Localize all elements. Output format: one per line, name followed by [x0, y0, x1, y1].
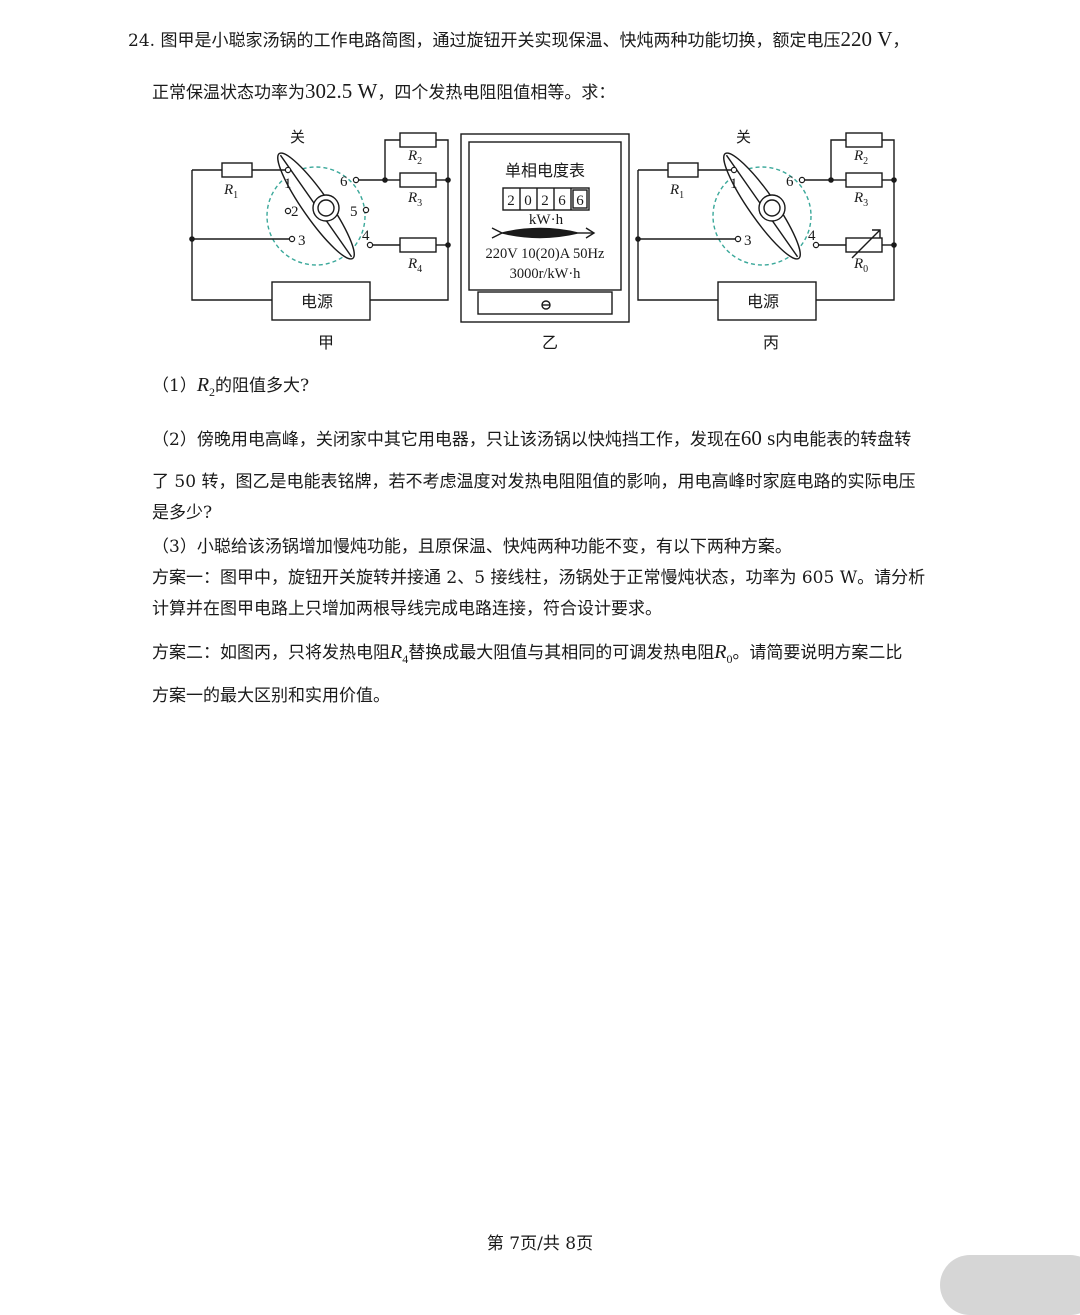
part-1: （1）R2的阻值多大? — [152, 374, 309, 403]
meter-rating: 220V 10(20)A 50Hz — [486, 246, 606, 262]
keep-warm-power: 302.5 W — [305, 79, 378, 103]
question-text: 正常保温状态功率为 — [152, 83, 305, 103]
plan-text: 。请简要说明方案二比 — [732, 643, 903, 663]
switch-label: 关 — [290, 129, 305, 146]
r3-label: R3 — [407, 190, 422, 209]
figure-label-yi: 乙 — [542, 335, 558, 352]
part-text: （2）傍晚用电高峰，关闭家中其它用电器，只让该汤锅以快炖挡工作，发现在 — [152, 430, 741, 450]
knob-center-inner — [317, 199, 335, 217]
plan-2-line-1: 方案二：如图丙，只将发热电阻R4替换成最大阻值与其相同的可调发热电阻R0。请简要… — [152, 641, 902, 670]
meter-digit-5: 6 — [576, 193, 584, 209]
part-2-line-1: （2）傍晚用电高峰，关闭家中其它用电器，只让该汤锅以快炖挡工作，发现在60 s内… — [152, 427, 911, 451]
rated-voltage: 220 V — [840, 27, 893, 51]
r3-resistor — [399, 172, 437, 188]
plan-text: 替换成最大阻值与其相同的可调发热电阻 — [408, 643, 715, 663]
meter-digit-1: 2 — [507, 193, 515, 209]
plan-1-line-2: 计算并在图甲电路上只增加两根导线完成电路连接，符合设计要求。 — [152, 599, 662, 619]
part-2-line-3: 是多少? — [152, 503, 213, 523]
r-subscript: 4 — [402, 652, 409, 666]
part-text: 内电能表的转盘转 — [775, 430, 912, 450]
knob-center — [758, 194, 786, 222]
r2-resistor — [845, 132, 883, 148]
meter-constant: 3000r/kW·h — [510, 266, 582, 282]
r1-resistor — [221, 162, 253, 178]
r1-label: R1 — [223, 182, 238, 201]
circuit-figure: 关 R1 R2 R3 R4 1 2 3 4 5 6 电源 甲 单相电度表 2 0… — [189, 129, 897, 352]
meter-title: 单相电度表 — [505, 162, 585, 180]
r-subscript: 0 — [726, 652, 733, 666]
power-source-box — [271, 281, 371, 321]
r3-resistor — [845, 172, 883, 188]
r2-symbol: R2 — [196, 374, 216, 399]
meter-digit-2: 0 — [524, 193, 532, 209]
terminal-3: 3 — [744, 233, 752, 249]
part-number: （1） — [152, 376, 197, 396]
r4-label: R4 — [407, 256, 422, 275]
terminal-6: 6 — [340, 174, 348, 190]
power-source-label: 电源 — [301, 293, 333, 311]
switch-label: 关 — [736, 129, 751, 146]
figure-label-bing: 丙 — [763, 335, 779, 352]
switch-dial-circle — [712, 166, 812, 266]
r2-label: R2 — [407, 148, 422, 167]
figure-label-jia: 甲 — [318, 335, 334, 352]
r-letter: R — [196, 374, 210, 396]
plan-text: 方案二：如图丙，只将发热电阻 — [152, 643, 390, 663]
knob-center — [312, 194, 340, 222]
time-value: 60 s — [740, 426, 776, 450]
r2-resistor — [399, 132, 437, 148]
question-text: ，四个发热电阻阻值相等。求： — [377, 83, 616, 103]
r4-symbol: R4 — [390, 641, 409, 666]
terminal-3: 3 — [298, 233, 306, 249]
r1-label: R1 — [669, 182, 684, 201]
part-3: （3）小聪给该汤锅增加慢炖功能，且原保温、快炖两种功能不变，有以下两种方案。 — [152, 537, 792, 557]
power-source-label: 电源 — [747, 293, 779, 311]
r1-resistor — [667, 162, 699, 178]
r2-label: R2 — [853, 148, 868, 167]
r0-variable-resistor — [845, 237, 883, 253]
r-letter: R — [390, 641, 403, 663]
meter-digit-4: 6 — [558, 193, 566, 209]
energy-meter — [460, 133, 630, 323]
terminal-5: 5 — [350, 204, 358, 220]
r-letter: R — [714, 641, 727, 663]
plan-1-line-1: 方案一：图甲中，旋钮开关旋转并接通 2、5 接线柱，汤锅处于正常慢炖状态，功率为… — [152, 568, 926, 588]
meter-digit-3: 2 — [541, 193, 549, 209]
part-2-line-2: 了 50 转，图乙是电能表铭牌，若不考虑温度对发热电阻阻值的影响，用电高峰时家庭… — [152, 472, 916, 492]
r4-resistor — [399, 237, 437, 253]
question-text: 图甲是小聪家汤锅的工作电路简图，通过旋钮开关实现保温、快炖两种功能切换，额定电压 — [160, 31, 841, 51]
r-subscript: 2 — [209, 385, 216, 399]
meter-unit: kW·h — [529, 212, 564, 228]
question-line-1: 24. 图甲是小聪家汤锅的工作电路简图，通过旋钮开关实现保温、快炖两种功能切换，… — [128, 28, 909, 52]
switch-dial-circle — [266, 166, 366, 266]
terminal-4: 4 — [362, 228, 370, 244]
part-text: 的阻值多大? — [215, 376, 310, 396]
plan-2-line-2: 方案一的最大区别和实用价值。 — [152, 686, 390, 706]
corner-overlay-button[interactable] — [940, 1255, 1080, 1315]
terminal-2: 2 — [291, 204, 299, 220]
circuit-jia — [191, 132, 449, 321]
terminal-6: 6 — [786, 174, 794, 190]
r0-label: R0 — [853, 256, 868, 275]
terminal-1: 1 — [730, 176, 738, 192]
question-line-2: 正常保温状态功率为302.5 W，四个发热电阻阻值相等。求： — [152, 80, 615, 104]
page-footer: 第 7页/共 8页 — [486, 1234, 594, 1254]
question-number: 24. — [128, 31, 156, 51]
r3-label: R3 — [853, 190, 868, 209]
power-source-box — [717, 281, 817, 321]
terminal-4: 4 — [808, 228, 816, 244]
punct: ， — [892, 31, 910, 51]
knob-center-inner — [763, 199, 781, 217]
terminal-1: 1 — [284, 176, 292, 192]
circuit-bing — [637, 132, 895, 321]
r0-symbol: R0 — [714, 641, 733, 666]
